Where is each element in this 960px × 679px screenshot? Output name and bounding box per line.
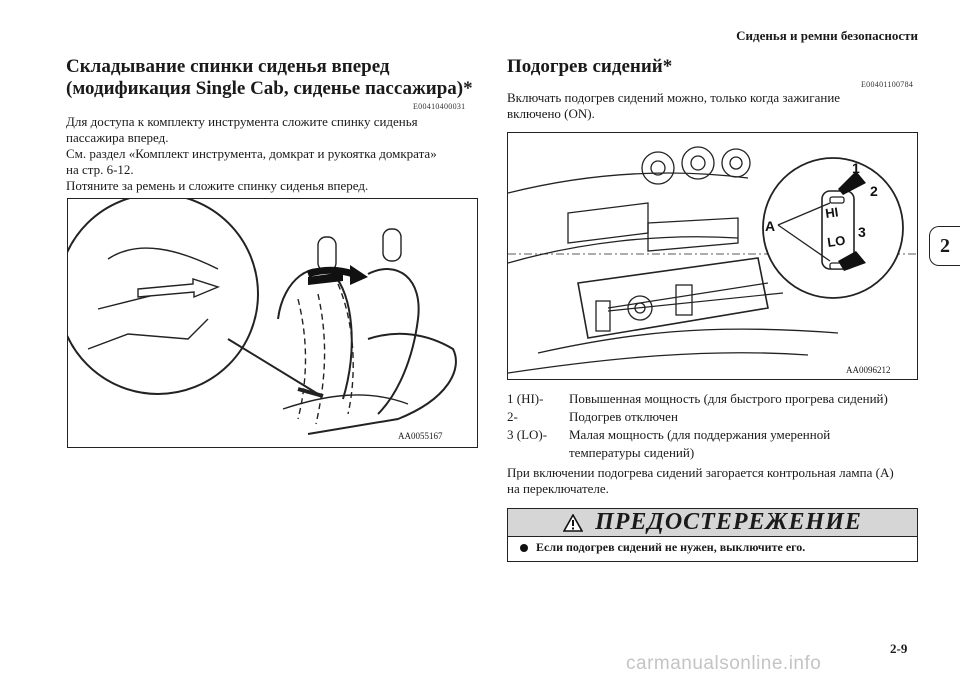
left-section-code: E00410400031 <box>413 102 466 111</box>
left-para-2: пассажира вперед. <box>66 130 169 145</box>
legend-key: 3 (LO)- <box>507 427 548 442</box>
watermark: carmanualsonline.info <box>626 653 822 674</box>
legend-key: 1 (HI)- <box>507 391 544 406</box>
bullet-icon <box>520 543 528 552</box>
left-para-3: См. раздел «Комплект инструмента, домкра… <box>66 146 437 161</box>
callout-1: 1 <box>852 160 860 176</box>
warning-item-text: Если подогрев сидений не нужен, выключит… <box>536 540 806 554</box>
seat-fold-figure: AA0055167 <box>67 198 478 448</box>
legend-row: температуры сидений) <box>507 444 888 462</box>
left-para-5: Потяните за ремень и сложите спинку сиде… <box>66 178 369 193</box>
right-intro-line1: Включать подогрев сидений можно, только … <box>507 90 841 105</box>
legend-text: Повышенная мощность (для быстрого прогре… <box>569 391 888 406</box>
legend-key: 2- <box>507 409 518 424</box>
running-header: Сиденья и ремни безопасности <box>736 28 918 43</box>
legend-text: Подогрев отключен <box>569 409 678 424</box>
left-para-1: Для доступа к комплекту инструмента слож… <box>66 114 418 129</box>
chapter-tab[interactable]: 2 <box>929 226 960 266</box>
seat-heater-illustration: HI LO 1 2 3 A AA0096212 <box>508 146 917 375</box>
callout-3: 3 <box>858 224 866 240</box>
warning-title: ПРЕДОСТЕРЕЖЕНИЕ <box>595 509 862 535</box>
warning-header: ПРЕДОСТЕРЕЖЕНИЕ <box>508 509 917 537</box>
seat-heater-figure-code: AA0096212 <box>846 365 891 375</box>
callout-hi-label: HI <box>824 204 839 221</box>
legend-text: температуры сидений) <box>569 445 695 460</box>
note-line2: на переключателе. <box>507 481 609 496</box>
warning-triangle-icon <box>563 513 584 532</box>
legend-table: 1 (HI)- Повышенная мощность (для быстрог… <box>507 390 888 462</box>
left-section-title-line1: Складывание спинки сиденья вперед <box>66 56 390 77</box>
seat-fold-illustration: AA0055167 <box>68 199 457 441</box>
right-intro-line2: включено (ON). <box>507 106 595 121</box>
legend-key <box>507 444 569 462</box>
callout-lo-label: LO <box>826 233 846 250</box>
seat-heater-figure: HI LO 1 2 3 A AA0096212 <box>507 132 918 380</box>
left-section-title-line2: (модификация Single Cab, сиденье пассажи… <box>66 78 473 99</box>
legend-row: 3 (LO)- Малая мощность (для поддержания … <box>507 426 888 444</box>
warning-box: ПРЕДОСТЕРЕЖЕНИЕ Если подогрев сидений не… <box>507 508 918 562</box>
legend-row: 2- Подогрев отключен <box>507 408 888 426</box>
page-number: 2-9 <box>890 641 908 656</box>
right-section-title: Подогрев сидений* <box>507 56 673 77</box>
right-section-code: E00401100784 <box>861 80 914 89</box>
left-para-4: на стр. 6-12. <box>66 162 134 177</box>
seat-fold-figure-code: AA0055167 <box>398 431 443 441</box>
callout-2: 2 <box>870 183 878 199</box>
callout-a: A <box>765 218 775 234</box>
legend-text: Малая мощность (для поддержания умеренно… <box>569 427 831 442</box>
legend-row: 1 (HI)- Повышенная мощность (для быстрог… <box>507 390 888 408</box>
note-line1: При включении подогрева сидений загорает… <box>507 465 894 480</box>
warning-item: Если подогрев сидений не нужен, выключит… <box>508 537 917 555</box>
